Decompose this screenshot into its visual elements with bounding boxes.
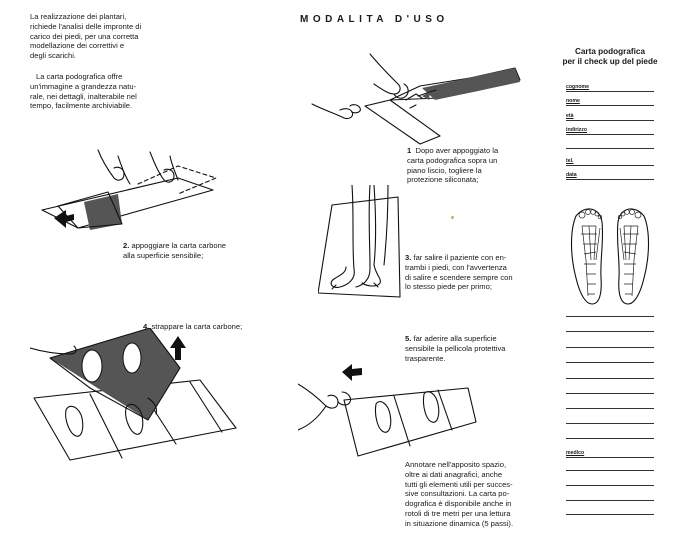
left-foot-outline bbox=[571, 208, 604, 305]
step-1-text: 1 Dopo aver appoggiato la carta podograf… bbox=[407, 146, 499, 185]
note-line-3[interactable] bbox=[566, 347, 654, 348]
field-indirizzo-line-2[interactable] bbox=[566, 148, 654, 149]
note-line-1[interactable] bbox=[566, 316, 654, 317]
note-line-4[interactable] bbox=[566, 362, 654, 363]
note-line-8[interactable] bbox=[566, 423, 654, 424]
step-3-text: 3. far salire il paziente con en- trambi… bbox=[405, 253, 513, 292]
step-4-text: 4. strappare la carta carbone; bbox=[143, 322, 243, 331]
note-line-10[interactable] bbox=[566, 470, 654, 471]
note-line-11[interactable] bbox=[566, 485, 654, 486]
step-1-illustration bbox=[311, 53, 521, 145]
closing-paragraph: Annotare nell'apposito spazio,oltre ai d… bbox=[405, 460, 514, 528]
page-title: MODALITA D'USO bbox=[300, 14, 449, 25]
note-line-12[interactable] bbox=[566, 500, 654, 501]
field-eta[interactable]: età bbox=[566, 108, 654, 121]
note-line-9[interactable] bbox=[566, 438, 654, 439]
step-4-illustration bbox=[30, 328, 237, 461]
intro-paragraph-1: La realizzazione dei plantari,richiede l… bbox=[30, 12, 142, 61]
note-line-6[interactable] bbox=[566, 393, 654, 394]
field-medico[interactable]: medico bbox=[566, 445, 654, 458]
card-title: Carta podografica per il check up del pi… bbox=[562, 47, 658, 66]
field-tel[interactable]: tel. bbox=[566, 153, 654, 166]
right-foot-outline bbox=[616, 208, 649, 305]
field-data[interactable]: data bbox=[566, 167, 654, 180]
note-line-13[interactable] bbox=[566, 514, 654, 515]
note-line-5[interactable] bbox=[566, 378, 654, 379]
step-2-text: 2. appoggiare la carta carbone alla supe… bbox=[123, 241, 227, 260]
step-2-illustration bbox=[41, 149, 217, 230]
step-5-text: 5. far aderire alla superficie sensibile… bbox=[405, 334, 506, 363]
feet-skeleton-diagram bbox=[571, 208, 649, 305]
field-cognome[interactable]: cognome bbox=[566, 79, 654, 92]
note-line-7[interactable] bbox=[566, 408, 654, 409]
decorative-dot bbox=[451, 216, 454, 219]
step-3-illustration bbox=[318, 185, 401, 298]
field-nome[interactable]: nome bbox=[566, 93, 654, 106]
step-5-illustration bbox=[298, 364, 477, 457]
note-line-2[interactable] bbox=[566, 331, 654, 332]
field-indirizzo[interactable]: indirizzo bbox=[566, 122, 654, 135]
